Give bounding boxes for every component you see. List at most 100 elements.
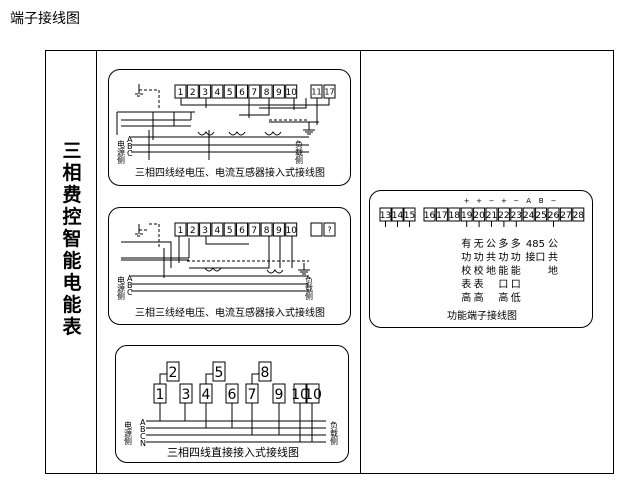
terminal-number: 10 — [285, 226, 297, 236]
terminal-number: 7 — [251, 226, 257, 236]
terminal-number: 21 — [486, 211, 497, 221]
terminal: 7 — [248, 222, 261, 237]
terminal-number: 8 — [264, 88, 270, 98]
terminal-number: 9 — [276, 88, 282, 98]
caption: 三相三线经电压、电流互感器接入式接线图 — [135, 306, 325, 319]
caption: 三相四线经电压、电流互感器接入式接线图 — [135, 166, 325, 179]
terminal: 8 — [260, 84, 273, 99]
terminal-number: 16 — [424, 211, 436, 221]
terminal: 1 — [174, 84, 187, 99]
terminal: 3 — [199, 84, 212, 99]
function-label: 地 — [548, 264, 558, 277]
function-label: 功 — [461, 252, 471, 264]
terminal: 27 — [559, 207, 572, 222]
function-label: 表 — [474, 278, 484, 291]
terminal-number: 7 — [248, 387, 257, 403]
terminal-number: 6 — [239, 226, 245, 236]
phase-label: C — [140, 432, 146, 441]
page-title: 端子接线图 — [10, 11, 80, 27]
terminal-number: 4 — [215, 226, 221, 236]
terminal: 16 — [423, 207, 436, 222]
terminal: 13 — [379, 207, 392, 222]
terminal-number: 6 — [228, 387, 237, 403]
phase-label: B — [140, 425, 146, 434]
function-label: 能 — [498, 264, 508, 277]
terminal: 4 — [199, 383, 213, 404]
terminal-number: 19 — [461, 211, 473, 221]
terminal-number: 1 — [178, 88, 184, 98]
terminal-number: 11 — [311, 88, 321, 97]
source-side-label: 电源侧 — [124, 420, 133, 446]
terminal-number: 18 — [449, 211, 461, 221]
function-label: 能 — [511, 264, 521, 277]
polarity-label: − — [513, 197, 519, 205]
terminal: 8 — [258, 361, 272, 382]
function-label: 多 — [511, 237, 521, 250]
terminal: 14 — [391, 207, 404, 222]
phase-label: B — [127, 142, 133, 151]
divider — [360, 50, 361, 474]
terminal-number: 17 — [324, 88, 334, 97]
terminal: 17 — [435, 207, 448, 222]
terminal: 26 — [547, 207, 560, 222]
terminal-number: 2 — [169, 365, 178, 381]
function-label: 低 — [511, 291, 521, 304]
terminal-number: 8 — [261, 365, 270, 381]
terminal-number: 9 — [276, 226, 282, 236]
terminal-number: 23 — [511, 211, 522, 221]
terminal: 7 — [245, 383, 259, 404]
terminal: 10 — [291, 383, 309, 404]
terminal: 10 — [285, 84, 298, 99]
terminal: 23 — [510, 207, 523, 222]
polarity-label: A — [526, 197, 531, 205]
terminal: 8 — [260, 222, 273, 237]
terminal: ? — [323, 222, 336, 237]
terminal: 2 — [186, 84, 199, 99]
terminal: 9 — [272, 84, 285, 99]
terminal-number: 17 — [436, 211, 447, 221]
terminal-number: 26 — [548, 211, 560, 221]
terminal-number: ? — [327, 226, 331, 235]
function-label: 多 — [498, 237, 508, 250]
source-side-label: 电源侧 — [117, 139, 126, 165]
terminal: 5 — [223, 222, 236, 237]
terminal-number: 5 — [227, 226, 233, 236]
terminal-number: 1 — [178, 226, 184, 236]
function-label: 功 — [511, 252, 521, 264]
function-label: 高 — [461, 291, 471, 304]
terminal: 25 — [535, 207, 548, 222]
terminal: 1 — [153, 383, 167, 404]
function-label: 有 — [461, 237, 471, 250]
terminal: 18 — [448, 207, 461, 222]
terminal: 4 — [211, 84, 224, 99]
terminal-number: 2 — [190, 226, 196, 236]
terminal-number: 7 — [251, 88, 257, 98]
terminal: 7 — [248, 84, 261, 99]
caption: 功能端子接线图 — [447, 309, 517, 322]
terminal-number: 27 — [560, 211, 571, 221]
terminal: 3 — [179, 383, 193, 404]
terminal-number: 4 — [215, 88, 221, 98]
function-label: 功 — [498, 252, 508, 264]
terminal-number: 10 — [291, 387, 309, 403]
phase-label: A — [127, 274, 133, 283]
phase-label: N — [140, 439, 146, 448]
terminal-number: 25 — [535, 211, 546, 221]
function-label: 无 — [474, 239, 484, 250]
load-side-label: 负载侧 — [330, 420, 339, 446]
terminal-number: 9 — [275, 387, 284, 403]
function-label: 功 — [474, 252, 484, 264]
terminal-number: 13 — [380, 211, 391, 221]
load-side-label: 负载侧 — [295, 139, 304, 165]
terminal: 9 — [272, 383, 286, 404]
terminal: 15 — [403, 207, 416, 222]
function-label: 校 — [461, 264, 471, 277]
polarity-label: − — [489, 197, 495, 205]
function-label: 表 — [461, 278, 471, 291]
terminal-number: 24 — [523, 211, 535, 221]
phase-label: C — [127, 288, 133, 297]
